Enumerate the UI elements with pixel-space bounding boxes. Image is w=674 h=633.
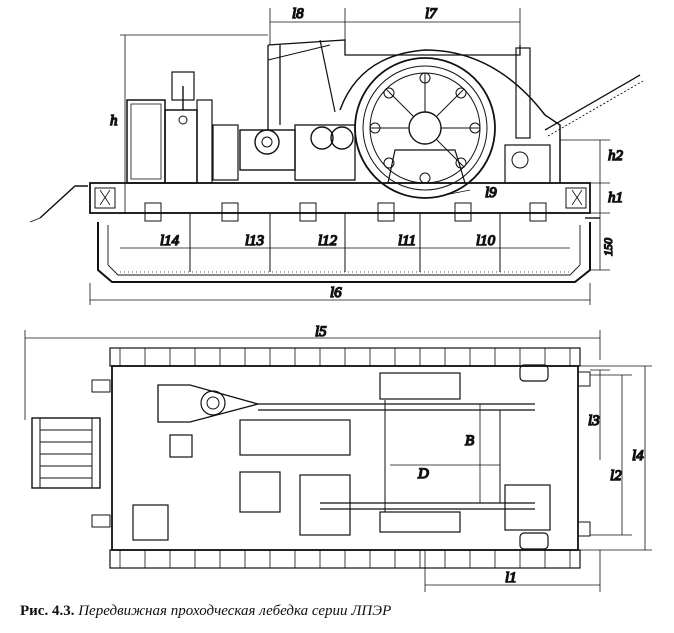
figure-caption: Рис. 4.3. Передвижная проходческая лебед… bbox=[20, 603, 391, 620]
dim-l12: l12 bbox=[318, 233, 338, 249]
dim-l11: l11 bbox=[398, 233, 416, 249]
dim-B: B bbox=[465, 433, 474, 449]
dim-l14: l14 bbox=[160, 233, 180, 249]
dim-l10: l10 bbox=[476, 233, 496, 249]
dim-h2: h2 bbox=[608, 148, 624, 164]
side-view bbox=[29, 8, 644, 305]
dim-l13: l13 bbox=[245, 233, 264, 249]
dim-l7: l7 bbox=[425, 6, 438, 22]
plan-view bbox=[24, 330, 652, 592]
dim-h1: h1 bbox=[608, 190, 623, 206]
winch-technical-drawing: h l8 l7 h2 h1 150 l9 l14 l13 l12 l11 l10… bbox=[24, 5, 652, 592]
figure-title: Передвижная проходческая лебедка серии Л… bbox=[78, 603, 392, 619]
dim-h: h bbox=[110, 113, 118, 129]
dim-l6: l6 bbox=[330, 285, 342, 301]
dim-150: 150 bbox=[601, 238, 615, 256]
dim-D: D bbox=[417, 466, 429, 482]
dim-l9: l9 bbox=[485, 185, 497, 201]
dim-l1: l1 bbox=[505, 570, 517, 586]
dim-l5: l5 bbox=[315, 324, 327, 340]
dim-l8: l8 bbox=[292, 6, 304, 22]
dim-l3: l3 bbox=[588, 413, 600, 429]
dim-l4: l4 bbox=[632, 448, 644, 464]
dim-l2: l2 bbox=[610, 468, 622, 484]
figure-number: Рис. 4.3. bbox=[20, 603, 75, 619]
